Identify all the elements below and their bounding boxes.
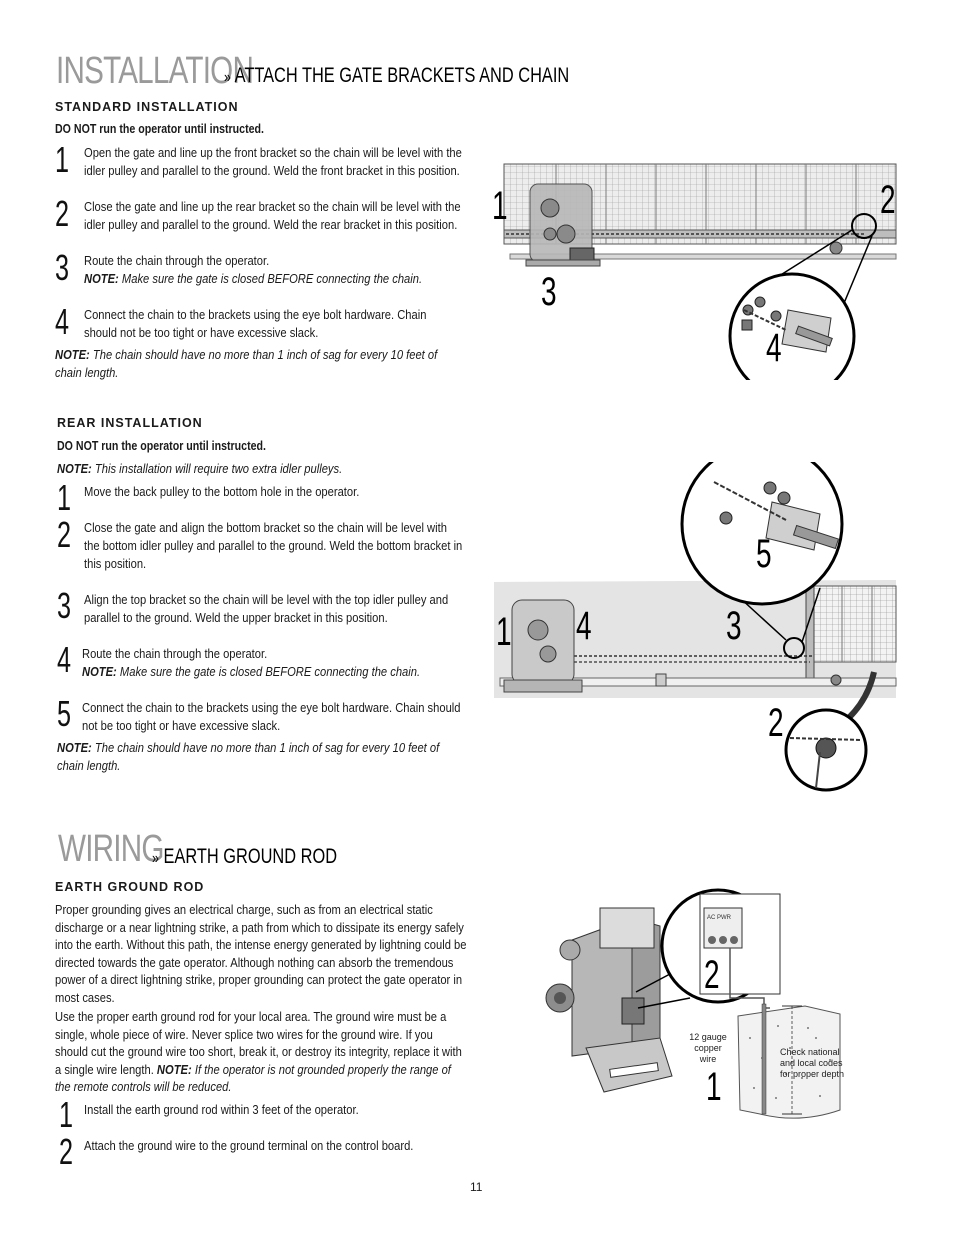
rear-installation-figure: [494, 462, 897, 792]
wiring-subtitle-chevron: »: [152, 850, 159, 867]
depth-code-label: Check national and local codes for prope…: [780, 1047, 845, 1079]
rear-step-4-note: NOTE: Make sure the gate is closed BEFOR…: [82, 664, 421, 679]
rear-warning: DO NOT run the operator until instructed…: [57, 439, 266, 453]
rear-step-1-text: Move the back pulley to the bottom hole …: [84, 484, 360, 499]
board-label: AC PWR: [707, 915, 732, 921]
rear-step-4-num: 4: [57, 639, 72, 680]
rear-step-3-num: 3: [57, 585, 72, 626]
wiring-step-1-text: Install the earth ground rod within 3 fe…: [84, 1102, 359, 1117]
earth-ground-para-2: Use the proper earth ground rod for your…: [55, 1009, 462, 1094]
wiring-step-2-text: Attach the ground wire to the ground ter…: [84, 1138, 414, 1153]
standard-installation-figure: [503, 163, 897, 380]
wire-gauge-label: 12 gauge copper wire: [689, 1032, 727, 1064]
standard-figure-label-3: 3: [541, 270, 557, 314]
rear-step-4-main: Route the chain through the operator.: [82, 646, 268, 661]
rear-figure-label-5: 5: [756, 532, 772, 576]
page-number: 11: [470, 1180, 483, 1194]
rear-step-2-num: 2: [57, 514, 72, 555]
standard-figure-label-4: 4: [766, 326, 782, 370]
wiring-step-1-num: 1: [59, 1094, 74, 1135]
rear-step-3-text: Align the top bracket so the chain will …: [84, 592, 449, 625]
rear-step-5-text: Connect the chain to the brackets using …: [82, 700, 461, 733]
rear-step-4-text: Route the chain through the operator. NO…: [82, 645, 460, 681]
earth-ground-heading: EARTH GROUND ROD: [55, 880, 205, 894]
subtitle-chevron: »: [224, 69, 231, 86]
standard-installation-heading: STANDARD INSTALLATION: [55, 100, 239, 114]
installation-subtitle-text: ATTACH THE GATE BRACKETS AND CHAIN: [234, 64, 570, 87]
standard-step-3-num: 3: [55, 247, 70, 288]
wiring-title: WIRING: [58, 828, 164, 870]
standard-step-1-text: Open the gate and line up the front brac…: [84, 145, 462, 178]
standard-warning: DO NOT run the operator until instructed…: [55, 122, 264, 136]
installation-subtitle: » ATTACH THE GATE BRACKETS AND CHAIN: [224, 64, 569, 88]
rear-installation-heading: REAR INSTALLATION: [57, 416, 203, 430]
wiring-figure-label-1: 1: [706, 1065, 722, 1109]
installation-title: INSTALLATION: [56, 50, 254, 92]
standard-figure-label-2: 2: [880, 178, 896, 222]
rear-figure-label-4: 4: [576, 604, 592, 648]
standard-step-4-num: 4: [55, 301, 70, 342]
standard-step-2-text: Close the gate and line up the rear brac…: [84, 199, 461, 232]
standard-step-3-main: Route the chain through the operator.: [84, 253, 270, 268]
standard-step-3-text: Route the chain through the operator. NO…: [84, 252, 462, 288]
earth-ground-para-1: Proper grounding gives an electrical cha…: [55, 902, 467, 1005]
earth-ground-figure: AC PWR: [545, 888, 841, 1119]
standard-step-3-note: NOTE: Make sure the gate is closed BEFOR…: [84, 271, 423, 286]
rear-step-1-num: 1: [57, 477, 72, 518]
standard-step-4-text: Connect the chain to the brackets using …: [84, 307, 427, 340]
rear-figure-label-2: 2: [768, 701, 784, 745]
standard-figure-label-1: 1: [492, 184, 508, 228]
rear-step-5-num: 5: [57, 693, 72, 734]
standard-step-1-num: 1: [55, 139, 70, 180]
rear-step-2-text: Close the gate and align the bottom brac…: [84, 520, 463, 571]
rear-figure-label-1: 1: [496, 610, 512, 654]
wiring-subtitle-text: EARTH GROUND ROD: [163, 845, 338, 868]
rear-note: NOTE: The chain should have no more than…: [57, 740, 440, 773]
wiring-step-2-num: 2: [59, 1131, 74, 1172]
wiring-subtitle: » EARTH GROUND ROD: [152, 845, 337, 869]
wiring-figure-label-2: 2: [704, 953, 720, 997]
rear-figure-label-3: 3: [726, 604, 742, 648]
standard-note: NOTE: The chain should have no more than…: [55, 347, 438, 380]
standard-step-2-num: 2: [55, 193, 70, 234]
rear-intro-note: NOTE: This installation will require two…: [57, 461, 343, 476]
